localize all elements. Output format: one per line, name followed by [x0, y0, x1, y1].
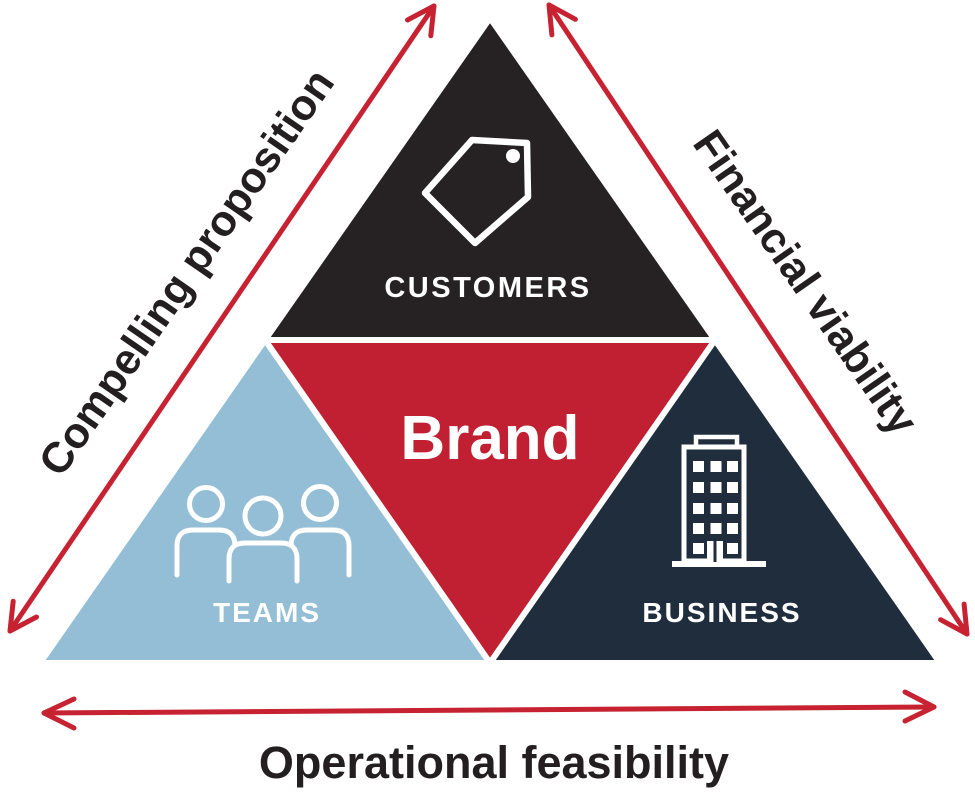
arrowhead — [902, 689, 937, 724]
tag-icon — [421, 136, 532, 247]
window — [693, 503, 704, 514]
building-base — [672, 561, 766, 567]
arrow-line — [7, 3, 437, 634]
window — [693, 482, 704, 493]
window — [727, 523, 738, 534]
person-body — [288, 527, 352, 578]
brand-label: Brand — [400, 404, 579, 473]
people-icon — [174, 484, 352, 584]
window — [727, 503, 738, 514]
building-windows — [672, 461, 766, 567]
bottom-axis-label: Operational feasibility — [259, 737, 729, 788]
arrowhead — [938, 601, 970, 637]
person-right — [288, 484, 352, 578]
arrowhead — [405, 3, 437, 39]
teams-label: TEAMS — [213, 597, 321, 628]
building-icon — [672, 434, 766, 567]
person-body — [226, 540, 300, 584]
axis-arrows — [7, 2, 970, 731]
business-label: BUSINESS — [642, 597, 801, 628]
window — [727, 543, 738, 554]
building-door-divider — [713, 541, 717, 562]
customers-label: CUSTOMERS — [384, 272, 591, 304]
window — [727, 482, 738, 493]
arrowhead — [7, 598, 39, 634]
person-body — [174, 527, 238, 578]
arrowhead — [546, 2, 578, 38]
window — [693, 543, 704, 554]
window — [710, 482, 722, 493]
tag-outline — [421, 136, 532, 247]
window — [727, 461, 738, 472]
window — [693, 523, 704, 534]
person-left — [174, 485, 238, 578]
person-center — [226, 495, 300, 584]
right-axis-arrow — [546, 2, 970, 637]
window — [693, 461, 704, 472]
tag-hole — [506, 149, 520, 163]
arrowhead — [41, 696, 77, 731]
window — [710, 461, 722, 472]
person-head — [187, 485, 225, 523]
person-head — [301, 484, 339, 522]
bottom-axis-arrow — [41, 689, 937, 731]
window — [710, 523, 722, 534]
business-segment — [484, 334, 946, 666]
arrow-line — [41, 704, 937, 716]
building-roof — [693, 434, 740, 450]
window — [710, 503, 722, 514]
left-axis-arrow — [7, 3, 437, 634]
person-head — [242, 495, 284, 537]
arrow-line — [546, 2, 970, 637]
